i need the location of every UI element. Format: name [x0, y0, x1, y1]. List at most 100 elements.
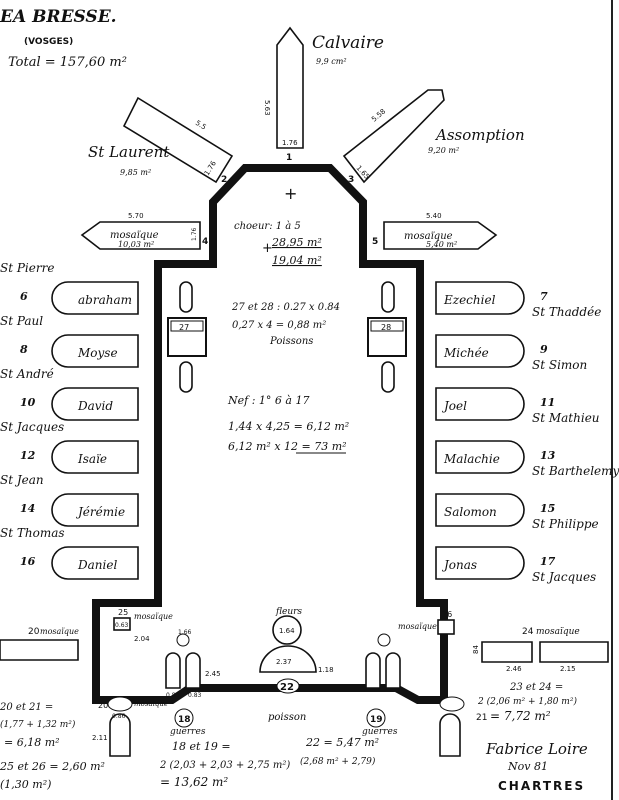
- label-calvaire: Calvaire: [312, 33, 384, 53]
- window-label: Jonas: [441, 558, 477, 572]
- window-label: Jérémie: [75, 505, 125, 519]
- svg-text:4: 4: [202, 237, 208, 247]
- svg-text:mosaïque: mosaïque: [404, 231, 453, 242]
- svg-text:(1,77 + 1,32 m²): (1,77 + 1,32 m²): [0, 719, 76, 730]
- svg-text:5.40: 5.40: [426, 212, 442, 220]
- saint-label: St Thomas: [0, 526, 65, 540]
- svg-text:0.63: 0.63: [115, 622, 129, 629]
- signature: Fabrice Loire Nov 81 CHARTRES: [485, 740, 588, 793]
- svg-text:CHARTRES: CHARTRES: [498, 779, 585, 793]
- window-number: 10: [20, 396, 36, 409]
- svg-text:27: 27: [179, 323, 189, 332]
- nef-calc: Nef : 1° 6 à 17 1,44 x 4,25 = 6,12 m² 6,…: [227, 394, 349, 454]
- svg-text:24: 24: [522, 627, 534, 637]
- saint-label: St Jacques: [0, 420, 64, 434]
- svg-text:21: 21: [476, 713, 487, 723]
- calc-23-24: 23 et 24 = 2 (2,06 m² + 1,80 m²) = 7,72 …: [477, 682, 577, 723]
- window-number: 14: [20, 502, 35, 515]
- svg-text:28,95 m²: 28,95 m²: [271, 236, 322, 249]
- svg-text:2.15: 2.15: [560, 665, 576, 673]
- svg-text:10,03 m²: 10,03 m²: [118, 240, 154, 249]
- calc-18-19: 18 et 19 = 2 (2,03 + 2,03 + 2,75 m²) = 1…: [159, 740, 290, 789]
- window-number: 16: [20, 555, 36, 568]
- svg-text:mosaïque: mosaïque: [40, 627, 79, 636]
- svg-text:0.83: 0.83: [166, 692, 180, 699]
- saint-label: St Jacques: [532, 570, 596, 584]
- window-label: Michée: [443, 346, 489, 360]
- svg-text:18 et 19 =: 18 et 19 =: [172, 740, 231, 753]
- svg-text:22 = 5,47 m²: 22 = 5,47 m²: [305, 736, 379, 749]
- svg-text:= 6,18 m²: = 6,18 m²: [4, 736, 60, 749]
- window-label: Moyse: [77, 346, 118, 360]
- saint-label: St Philippe: [532, 517, 599, 531]
- church-outline: [92, 164, 448, 704]
- saint-label: St Thaddée: [532, 305, 601, 319]
- saint-label: St Mathieu: [532, 411, 600, 425]
- svg-text:27 et 28 : 0.27 x 0.84: 27 et 28 : 0.27 x 0.84: [231, 302, 340, 313]
- svg-text:= 7,72 m²: = 7,72 m²: [490, 709, 551, 723]
- area-st-laurent: 9,85 m²: [120, 168, 151, 177]
- svg-text:19,04 m²: 19,04 m²: [272, 254, 322, 267]
- label-poisson: poisson: [268, 712, 306, 723]
- badge-18: 18 guerres: [170, 708, 206, 737]
- saint-label: St Simon: [532, 358, 587, 372]
- svg-text:18: 18: [178, 715, 191, 725]
- window-26: 26 mosaïque: [398, 610, 455, 635]
- window-label: Salomon: [444, 505, 497, 519]
- window-20: 20 mosaïque 2.11 0.86: [92, 696, 168, 757]
- window-label: David: [77, 399, 113, 413]
- window-label: Malachie: [443, 452, 500, 466]
- svg-text:mosaïque: mosaïque: [110, 230, 159, 241]
- altar-cross: +: [284, 184, 297, 203]
- label-assomption: Assomption: [434, 126, 525, 144]
- svg-text:fleurs: fleurs: [275, 607, 302, 617]
- window-number: 8: [20, 343, 28, 356]
- svg-text:choeur: 1 à 5: choeur: 1 à 5: [234, 221, 301, 232]
- svg-text:3: 3: [348, 175, 354, 185]
- window-number: 13: [540, 449, 556, 462]
- window-fleurs: fleurs 1.64: [272, 607, 302, 645]
- svg-text:= 13,62 m²: = 13,62 m²: [160, 775, 228, 789]
- window-label: abraham: [78, 293, 132, 307]
- calc-20-21: 20 et 21 = (1,77 + 1,32 m²) = 6,18 m²: [0, 702, 76, 749]
- window-4-mosaic: mosaïque 10,03 m² 5.70 1.76 4: [80, 212, 208, 250]
- region-subtitle: (VOSGES): [24, 37, 73, 47]
- svg-text:+: +: [262, 241, 273, 256]
- window-number: 7: [540, 290, 548, 303]
- saint-label: St Paul: [0, 314, 43, 328]
- svg-text:guerres: guerres: [170, 727, 206, 737]
- svg-text:5: 5: [372, 237, 378, 247]
- svg-text:guerres: guerres: [362, 727, 398, 737]
- svg-text:22: 22: [280, 682, 294, 693]
- svg-text:5.5: 5.5: [194, 119, 208, 132]
- label-st-laurent: St Laurent: [88, 143, 170, 161]
- svg-text:6,12 m² x 12 = 73 m²: 6,12 m² x 12 = 73 m²: [228, 440, 347, 453]
- svg-text:5.63: 5.63: [263, 100, 271, 116]
- svg-text:2.37: 2.37: [276, 658, 292, 666]
- svg-text:(2,68 m² + 2,79): (2,68 m² + 2,79): [300, 756, 376, 767]
- svg-text:mosaïque: mosaïque: [134, 612, 173, 621]
- window-8: Moyse 8 St Paul: [0, 314, 139, 368]
- svg-text:1.76: 1.76: [282, 139, 298, 147]
- svg-text:Fabrice Loire: Fabrice Loire: [485, 740, 588, 758]
- window-21: 21: [439, 696, 487, 757]
- svg-text:2: 2: [221, 175, 227, 185]
- window-assomption: 5.58 1.65 3: [342, 89, 445, 185]
- poissons-calc: 27 et 28 : 0.27 x 0.84 0,27 x 4 = 0,88 m…: [231, 302, 340, 347]
- svg-text:mosaïque: mosaïque: [134, 700, 168, 708]
- svg-text:2.46: 2.46: [506, 665, 522, 673]
- window-number: 9: [540, 343, 548, 356]
- svg-text:(1,30 m²): (1,30 m²): [0, 778, 51, 791]
- window-number: 12: [20, 449, 36, 462]
